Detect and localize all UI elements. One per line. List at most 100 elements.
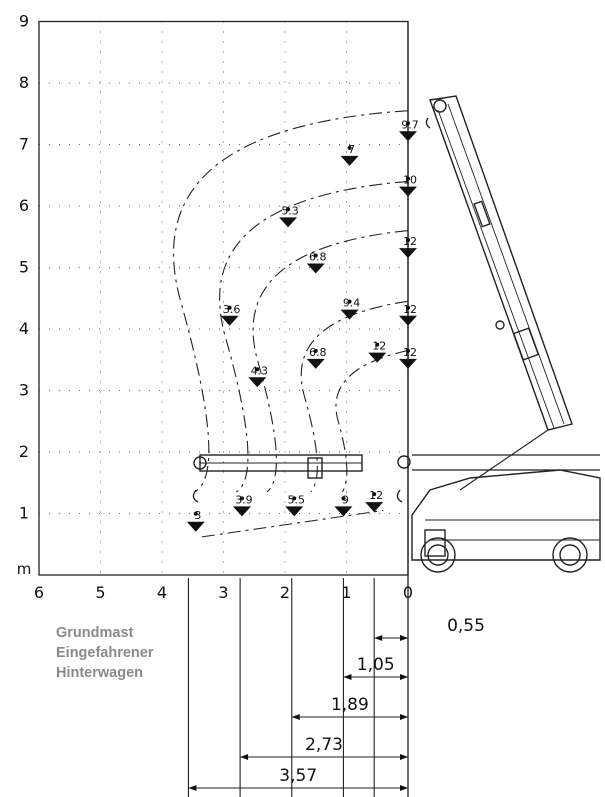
reach-arc [172, 110, 409, 493]
reach-arc [335, 349, 409, 493]
load-dot [341, 496, 346, 501]
dimension-arrow-right [400, 754, 408, 760]
y-tick-label: 4 [19, 319, 29, 338]
load-label: 9.4 [343, 297, 361, 310]
y-tick-label: 3 [19, 381, 29, 400]
load-dot [313, 348, 318, 353]
load-triangle [232, 506, 251, 517]
y-tick-label: 2 [19, 442, 29, 461]
load-label: 7 [348, 143, 355, 156]
load-dot [406, 176, 410, 181]
jib-bracket [307, 457, 323, 479]
dimension-label: 1,89 [331, 695, 369, 715]
load-triangle [340, 155, 359, 166]
load-triangle [220, 315, 239, 326]
caption-line-1: Grundmast [56, 625, 134, 641]
load-label: 3 [194, 509, 201, 522]
reach-arc [219, 180, 409, 493]
load-dot [406, 305, 410, 310]
load-triangle [279, 217, 298, 228]
load-label: 3.6 [223, 303, 241, 316]
y-unit-label: m [17, 560, 32, 578]
load-label: 6.8 [309, 346, 327, 359]
load-dot [239, 496, 244, 501]
x-tick-label: 3 [218, 583, 228, 602]
lower-envelope [201, 509, 384, 538]
crane-wheel-rear [552, 537, 588, 573]
x-tick-label: 6 [34, 583, 44, 602]
mast-cylinder [512, 327, 540, 361]
crane-wheel-rear-inner [559, 544, 581, 566]
dimension-arrow-left [374, 635, 383, 641]
load-triangle [399, 131, 417, 142]
crane-wheel-front [420, 537, 456, 573]
mast-pivot [495, 320, 505, 330]
load-triangle [399, 186, 417, 197]
dimension-label: 2,73 [305, 735, 343, 755]
jib-hook [192, 489, 199, 503]
mast-clamp [473, 200, 491, 228]
load-triangle [306, 263, 325, 274]
load-dot [347, 299, 352, 304]
y-tick-label: 8 [19, 73, 29, 92]
crane-body [411, 469, 601, 561]
load-triangle [306, 358, 325, 369]
y-tick-label: 1 [19, 504, 29, 523]
load-label: 3.9 [235, 493, 253, 506]
x-tick-label: 5 [95, 583, 105, 602]
load-triangle [399, 248, 417, 259]
load-label: 12 [403, 235, 417, 248]
load-dot [292, 496, 297, 501]
load-triangle [340, 309, 359, 320]
load-dot [347, 145, 352, 150]
load-label: 9 [342, 493, 349, 506]
x-tick-label: 0 [403, 583, 413, 602]
load-label: 12 [403, 346, 417, 359]
load-triangle [285, 506, 304, 517]
load-triangle [248, 377, 267, 388]
crane-sheave [397, 455, 411, 469]
load-label: 4.3 [251, 364, 269, 377]
chart-frame [38, 20, 409, 797]
load-dot [313, 253, 318, 258]
load-triangle [399, 315, 417, 326]
dimension-arrow-right [400, 714, 408, 720]
caption: Grundmast Eingefahrener Hinterwagen [56, 623, 154, 683]
mast-inner-lines [437, 103, 565, 429]
dimension-arrow-right [400, 674, 408, 680]
load-dot [375, 342, 380, 347]
load-dot [406, 238, 410, 243]
reach-arc [252, 230, 409, 493]
load-triangle [399, 358, 417, 369]
crane-wheel-front-inner [427, 544, 449, 566]
x-tick-label: 1 [341, 583, 351, 602]
dimension-label: 3,57 [279, 766, 317, 786]
x-tick-label: 4 [157, 583, 167, 602]
y-tick-label: 9 [19, 12, 29, 31]
x-tick-label: 2 [280, 583, 290, 602]
load-triangle [365, 502, 384, 513]
load-label: 6.8 [309, 251, 327, 264]
caption-line-3: Hinterwagen [56, 665, 144, 681]
dimension-arrow-left [240, 754, 249, 760]
load-label: 5.5 [287, 493, 305, 506]
dimension-arrow-left [188, 785, 197, 791]
load-label: 5.3 [281, 204, 299, 217]
load-dot [255, 367, 260, 372]
load-triangle [186, 521, 205, 532]
load-dot [227, 305, 232, 310]
load-dot [193, 511, 198, 516]
dimension-label: 1,05 [357, 655, 395, 675]
y-tick-label: 6 [19, 196, 29, 215]
load-label: 12 [403, 303, 417, 316]
load-dot [406, 121, 410, 126]
jib-head-sheave [193, 456, 207, 470]
load-dot [372, 492, 377, 497]
dimension-label: 0,55 [447, 616, 485, 636]
dimension-lines: 0,55 1,05 1,89 2,73 3,57 [187, 578, 485, 797]
dimension-arrow-right [400, 635, 408, 641]
y-tick-label: 7 [19, 135, 29, 154]
